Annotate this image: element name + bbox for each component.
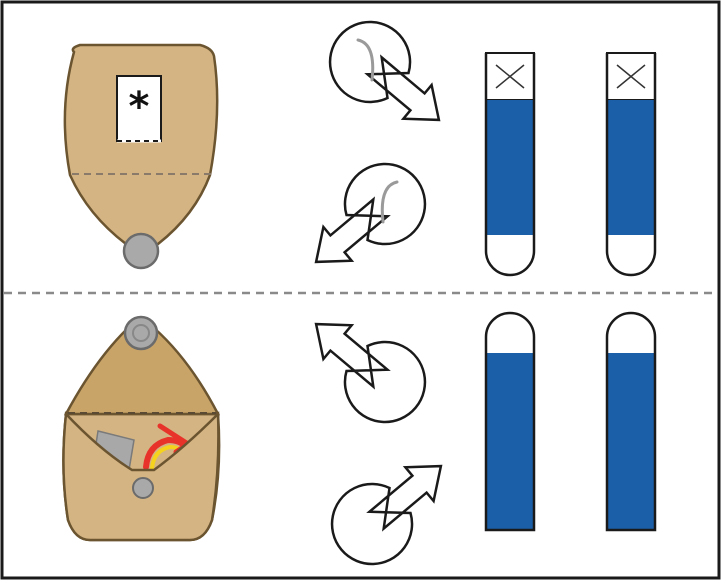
envelope-body: [63, 43, 219, 246]
tube-outline: [605, 53, 657, 277]
tube-fill: [486, 353, 534, 530]
pacman-arrow-icon: [328, 20, 441, 122]
tube-group: [484, 52, 657, 532]
tube-fill: [607, 100, 655, 235]
pacman-arrow-icon: [330, 464, 443, 566]
flap-button: [123, 315, 159, 351]
pacman-arrow-icon: [314, 162, 427, 264]
envelope-button: [122, 232, 160, 270]
tube-outline: [484, 311, 536, 532]
tube-top: [486, 313, 534, 353]
tube-fill: [486, 100, 534, 235]
x-mark: [495, 64, 525, 89]
envelope-label: [116, 75, 162, 142]
flap-button-ring: [132, 324, 150, 342]
open-envelope-icon: [62, 315, 221, 542]
x-mark: [616, 64, 646, 89]
label-asterisk: *: [129, 84, 150, 130]
pacman-arrow-group: [314, 20, 443, 566]
tube-fill: [607, 353, 655, 530]
closed-envelope-icon: *: [63, 43, 219, 270]
tube-bottom: [486, 235, 534, 275]
pacman-inner-line: [356, 38, 375, 82]
pacman-arrow-icon: [314, 322, 427, 424]
envelope-front-pocket: [62, 411, 220, 542]
tube-outline: [484, 53, 536, 277]
tube-outline: [605, 311, 657, 532]
envelope-button: [132, 477, 154, 499]
tube-bottom: [607, 235, 655, 275]
pacman-inner-line: [380, 180, 399, 224]
arrow-red-arc: [143, 436, 189, 470]
tube-top: [607, 313, 655, 353]
